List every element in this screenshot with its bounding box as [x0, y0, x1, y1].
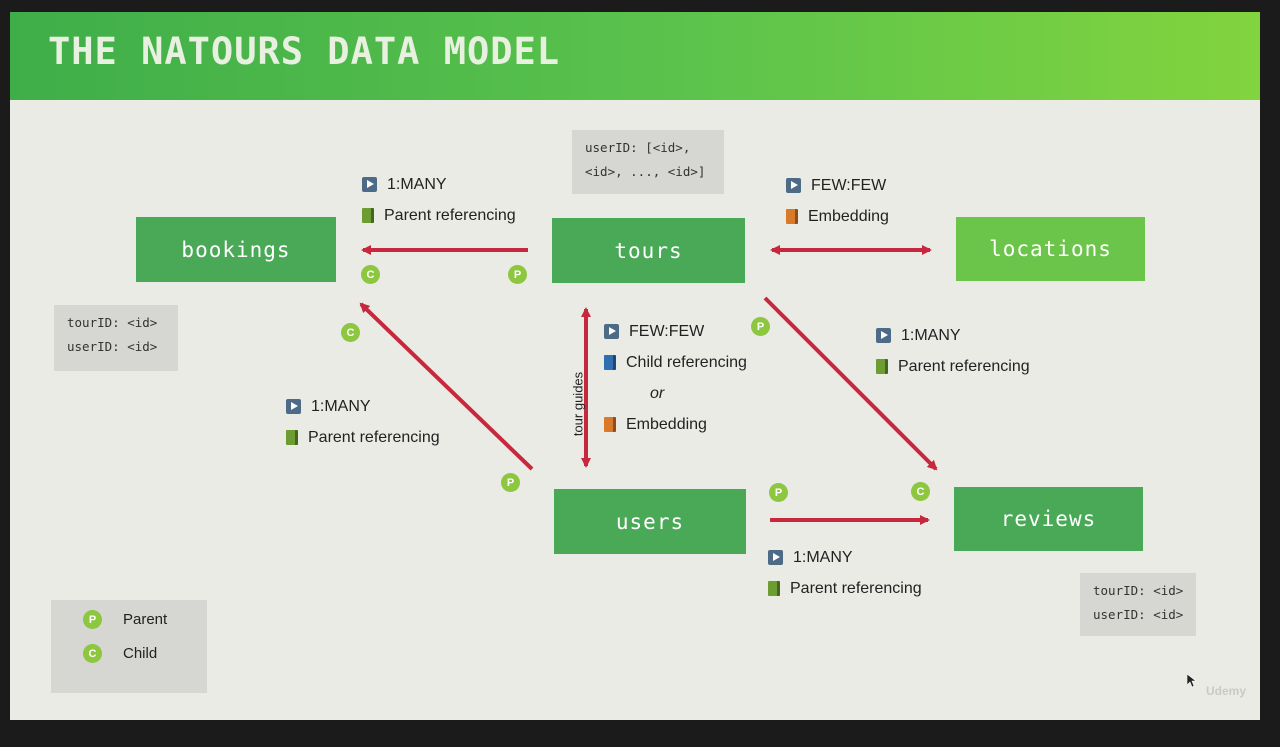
play-icon: [362, 177, 377, 192]
legend-child-label: Child: [123, 645, 158, 662]
child-badge: C: [361, 265, 380, 284]
code-line: userID: <id>: [1093, 607, 1184, 622]
child-badge: C: [911, 482, 930, 501]
book-green-icon: [876, 359, 888, 374]
relation-type: 1:MANY: [901, 326, 961, 344]
play-icon: [286, 399, 301, 414]
code-line: tourID: <id>: [1093, 583, 1184, 598]
code-line: userID: <id>: [67, 339, 158, 354]
relation-tours-bookings-label: 1:MANY Parent referencing: [362, 169, 516, 231]
slide: THE NATOURS DATA MODEL bookings tours lo…: [10, 12, 1260, 720]
book-green-icon: [362, 208, 374, 223]
child-badge: C: [341, 323, 360, 342]
book-green-icon: [286, 430, 298, 445]
code-line: tourID: <id>: [67, 315, 158, 330]
relation-users-reviews-label: 1:MANY Parent referencing: [768, 542, 922, 604]
relation-kind: Child referencing: [626, 353, 747, 371]
arrow-tours-reviews: [763, 296, 938, 471]
entity-reviews: reviews: [954, 487, 1143, 551]
mouse-cursor-icon: [1187, 674, 1197, 688]
play-icon: [876, 328, 891, 343]
relation-users-bookings-label: 1:MANY Parent referencing: [286, 391, 440, 453]
tours-guides-field-box: userID: [<id>, <id>, ..., <id>]: [572, 130, 724, 194]
relation-kind: Embedding: [808, 207, 889, 225]
play-icon: [768, 550, 783, 565]
relation-tours-reviews-label: 1:MANY Parent referencing: [876, 320, 1030, 382]
header-bar: THE NATOURS DATA MODEL: [10, 12, 1260, 100]
relation-type: FEW:FEW: [629, 322, 705, 340]
book-orange-icon: [604, 417, 616, 432]
legend-parent-badge: P: [83, 610, 102, 629]
relation-type: 1:MANY: [311, 397, 371, 415]
relation-tours-users-label: FEW:FEW Child referencing or Embedding: [604, 316, 747, 440]
slide-title: THE NATOURS DATA MODEL: [48, 30, 561, 73]
udemy-watermark: Udemy: [1206, 684, 1247, 698]
tour-guides-axis-label: tour guides: [570, 364, 586, 444]
relation-type: FEW:FEW: [811, 176, 887, 194]
book-orange-icon: [786, 209, 798, 224]
legend-child-badge: C: [83, 644, 102, 663]
or-label: or: [650, 384, 665, 402]
code-line: userID: [<id>,: [585, 140, 691, 155]
entity-users: users: [554, 489, 746, 554]
relationship-arrows: [359, 245, 938, 525]
entity-bookings: bookings: [136, 217, 336, 282]
legend: P Parent C Child: [51, 600, 207, 693]
relation-type: 1:MANY: [793, 548, 853, 566]
relation-type: 1:MANY: [387, 175, 447, 193]
arrow-users-bookings: [359, 302, 534, 471]
parent-badge: P: [751, 317, 770, 336]
play-icon: [786, 178, 801, 193]
relation-kind: Parent referencing: [790, 579, 922, 597]
relation-kind: Parent referencing: [384, 206, 516, 224]
parent-badge: P: [508, 265, 527, 284]
bookings-fields-box: tourID: <id> userID: <id>: [54, 305, 178, 371]
code-line: <id>, ..., <id>]: [585, 164, 706, 179]
entity-locations: locations: [956, 217, 1145, 281]
entity-tours: tours: [552, 218, 745, 283]
book-blue-icon: [604, 355, 616, 370]
relation-kind: Parent referencing: [898, 357, 1030, 375]
play-icon: [604, 324, 619, 339]
reviews-fields-box: tourID: <id> userID: <id>: [1080, 573, 1196, 636]
relation-tours-locations-label: FEW:FEW Embedding: [786, 170, 889, 232]
parent-badge: P: [501, 473, 520, 492]
book-green-icon: [768, 581, 780, 596]
parent-badge: P: [769, 483, 788, 502]
legend-parent-label: Parent: [123, 611, 168, 628]
tour-guides-text: tour guides: [570, 371, 586, 437]
relation-alt-kind: Embedding: [626, 415, 707, 433]
relation-kind: Parent referencing: [308, 428, 440, 446]
